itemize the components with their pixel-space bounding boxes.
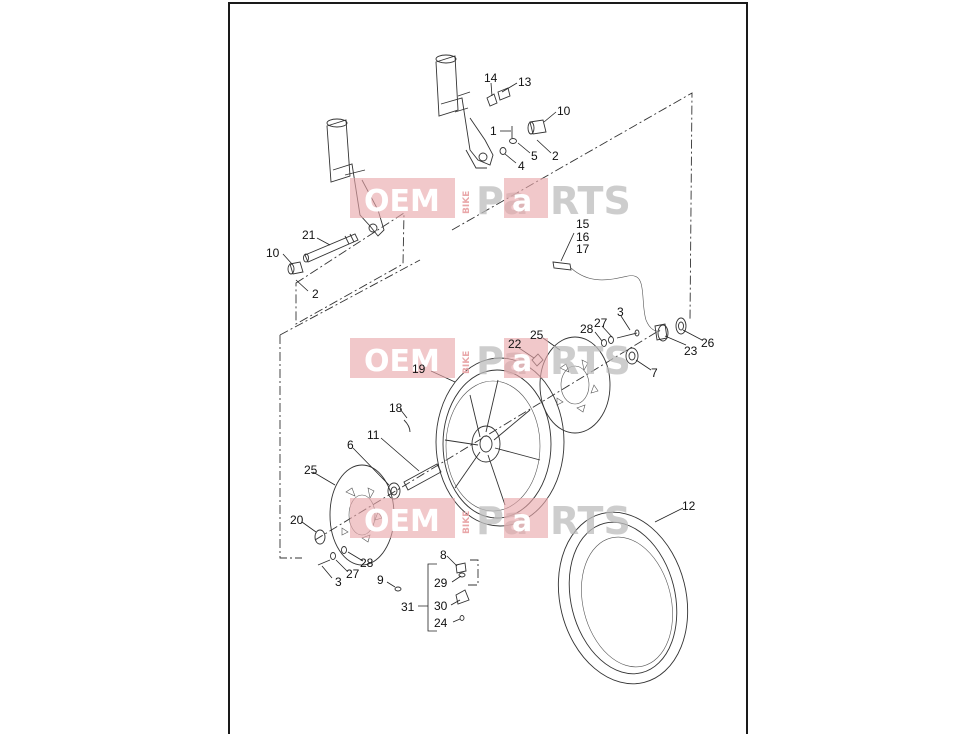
callout-22: 22	[508, 337, 522, 351]
callout-labels: 14 13 10 1 5 2 4 21 10 2 15 16 17 3 27 2…	[266, 71, 715, 630]
callout-2: 2	[312, 287, 319, 301]
callout-20: 20	[290, 513, 304, 527]
callout-14: 14	[484, 71, 498, 85]
callout-23: 23	[684, 344, 698, 358]
watermark-oem-text: OEM	[364, 504, 440, 539]
rotor-bolt-left	[317, 546, 347, 566]
callout-28: 28	[580, 322, 594, 336]
callout-16: 16	[576, 230, 590, 244]
callout-27: 27	[594, 316, 608, 330]
callout-2: 2	[552, 149, 559, 163]
callout-21: 21	[302, 228, 316, 242]
fork-boundary-left	[295, 212, 405, 325]
diagram-frame	[228, 2, 748, 734]
watermark-bike-text: BIKE	[462, 511, 472, 534]
hub-spacer-left	[314, 529, 326, 545]
watermark-rts-text: RTS	[550, 179, 631, 223]
watermark-bike-text: BIKE	[462, 351, 472, 374]
callout-10: 10	[557, 104, 571, 118]
callout-13: 13	[518, 75, 532, 89]
callout-10: 10	[266, 246, 280, 260]
sensor-ring	[675, 317, 687, 335]
callout-25: 25	[530, 328, 544, 342]
callout-5: 5	[531, 149, 538, 163]
callout-19: 19	[412, 362, 426, 376]
brake-rotor-right	[539, 336, 611, 434]
watermark-oem-text: OEM	[364, 184, 440, 219]
callout-29: 29	[434, 576, 448, 590]
watermark-a-text: a	[512, 344, 532, 379]
front-tire	[557, 511, 689, 685]
watermark-rts-text: RTS	[550, 499, 631, 543]
callout-25: 25	[304, 463, 318, 477]
callout-6: 6	[347, 438, 354, 452]
watermark-bike-text: BIKE	[462, 191, 472, 214]
leader-lines	[282, 82, 703, 632]
axle-centerline	[314, 329, 661, 541]
callout-27: 27	[346, 567, 360, 581]
hub-spacer-right	[657, 324, 669, 342]
callout-26: 26	[701, 336, 715, 350]
rotor-bolt-right	[601, 329, 640, 347]
callout-7: 7	[651, 366, 658, 380]
hub-spacer-tube	[403, 463, 442, 491]
wheel-bearing-right	[625, 347, 639, 365]
callout-28: 28	[360, 556, 374, 570]
callout-12: 12	[682, 499, 696, 513]
valve-kit-parts	[394, 562, 470, 621]
callout-24: 24	[434, 616, 448, 630]
callout-3: 3	[617, 305, 624, 319]
callout-18: 18	[389, 401, 403, 415]
watermark-oem-text: OEM	[364, 344, 440, 379]
callout-9: 9	[377, 573, 384, 587]
callout-30: 30	[434, 599, 448, 613]
callout-4: 4	[518, 159, 525, 173]
watermark-a-text: a	[512, 184, 532, 219]
wheel-speed-sensor-cable	[552, 261, 668, 341]
fork-pinch-hardware	[486, 87, 517, 155]
callout-17: 17	[576, 242, 590, 256]
right-fork-leg	[435, 54, 494, 169]
wheel-weight	[403, 419, 411, 433]
callout-1: 1	[490, 124, 497, 138]
callout-15: 15	[576, 217, 590, 231]
callout-8: 8	[440, 548, 447, 562]
front-wheel	[435, 357, 565, 527]
callout-3: 3	[335, 575, 342, 589]
watermark-a-text: a	[512, 504, 532, 539]
watermark-rts-text: RTS	[550, 339, 631, 383]
wheel-boundary	[279, 259, 421, 559]
axle-spacer-right	[527, 119, 547, 135]
watermark: OEM BIKE Pa a RTS OEM BIKE Pa a RTS OEM …	[350, 178, 631, 543]
callout-31: 31	[401, 600, 415, 614]
axle-spacer-left	[287, 261, 304, 275]
valve-boundary	[468, 559, 479, 586]
front-axle	[303, 233, 359, 263]
callout-11: 11	[367, 428, 380, 442]
